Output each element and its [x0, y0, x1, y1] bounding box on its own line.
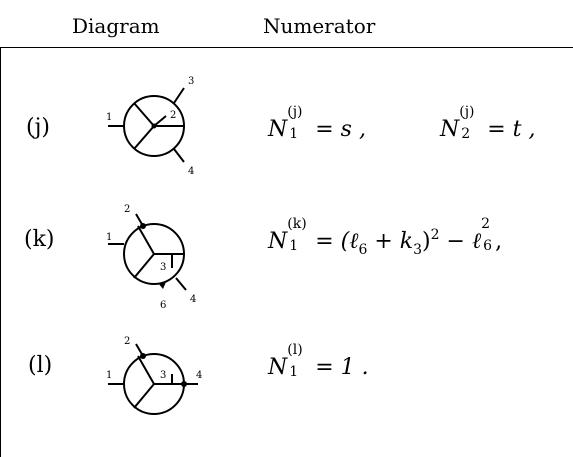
left-rule [0, 47, 1, 457]
row-label-j: (j) [26, 115, 50, 140]
row-label-l: (l) [28, 353, 53, 378]
feynman-diagram-j: 1 2 3 4 [106, 76, 194, 177]
leg-label-1: 1 [106, 112, 112, 123]
numerator-l-1: N(l)1= 1 . [268, 342, 369, 380]
header-diagram: Diagram [72, 14, 160, 38]
leg-label-3: 3 [188, 76, 194, 87]
numerator-j-1: N(j)1= s , [268, 104, 366, 142]
leg-label-2: 2 [170, 110, 176, 121]
numerator-j-2: N(j)2= t , [440, 104, 536, 142]
leg-label-1: 1 [106, 232, 112, 243]
leg-label-1: 1 [106, 370, 112, 381]
leg-label-4: 4 [190, 294, 196, 305]
leg-label-3: 3 [160, 262, 166, 273]
feynman-diagram-l: 1 2 3 4 [106, 336, 202, 415]
leg-label-2: 2 [124, 204, 130, 215]
header-rule [0, 47, 573, 48]
feynman-diagram-k: 1 2 3 4 6 [106, 204, 196, 311]
momentum-label-6: 6 [160, 300, 166, 311]
leg-label-2: 2 [124, 336, 130, 347]
leg-label-4: 4 [188, 166, 194, 177]
leg-label-3: 3 [160, 370, 166, 381]
header-numerator: Numerator [263, 14, 376, 38]
row-label-k: (k) [24, 227, 55, 252]
leg-label-4: 4 [196, 370, 202, 381]
